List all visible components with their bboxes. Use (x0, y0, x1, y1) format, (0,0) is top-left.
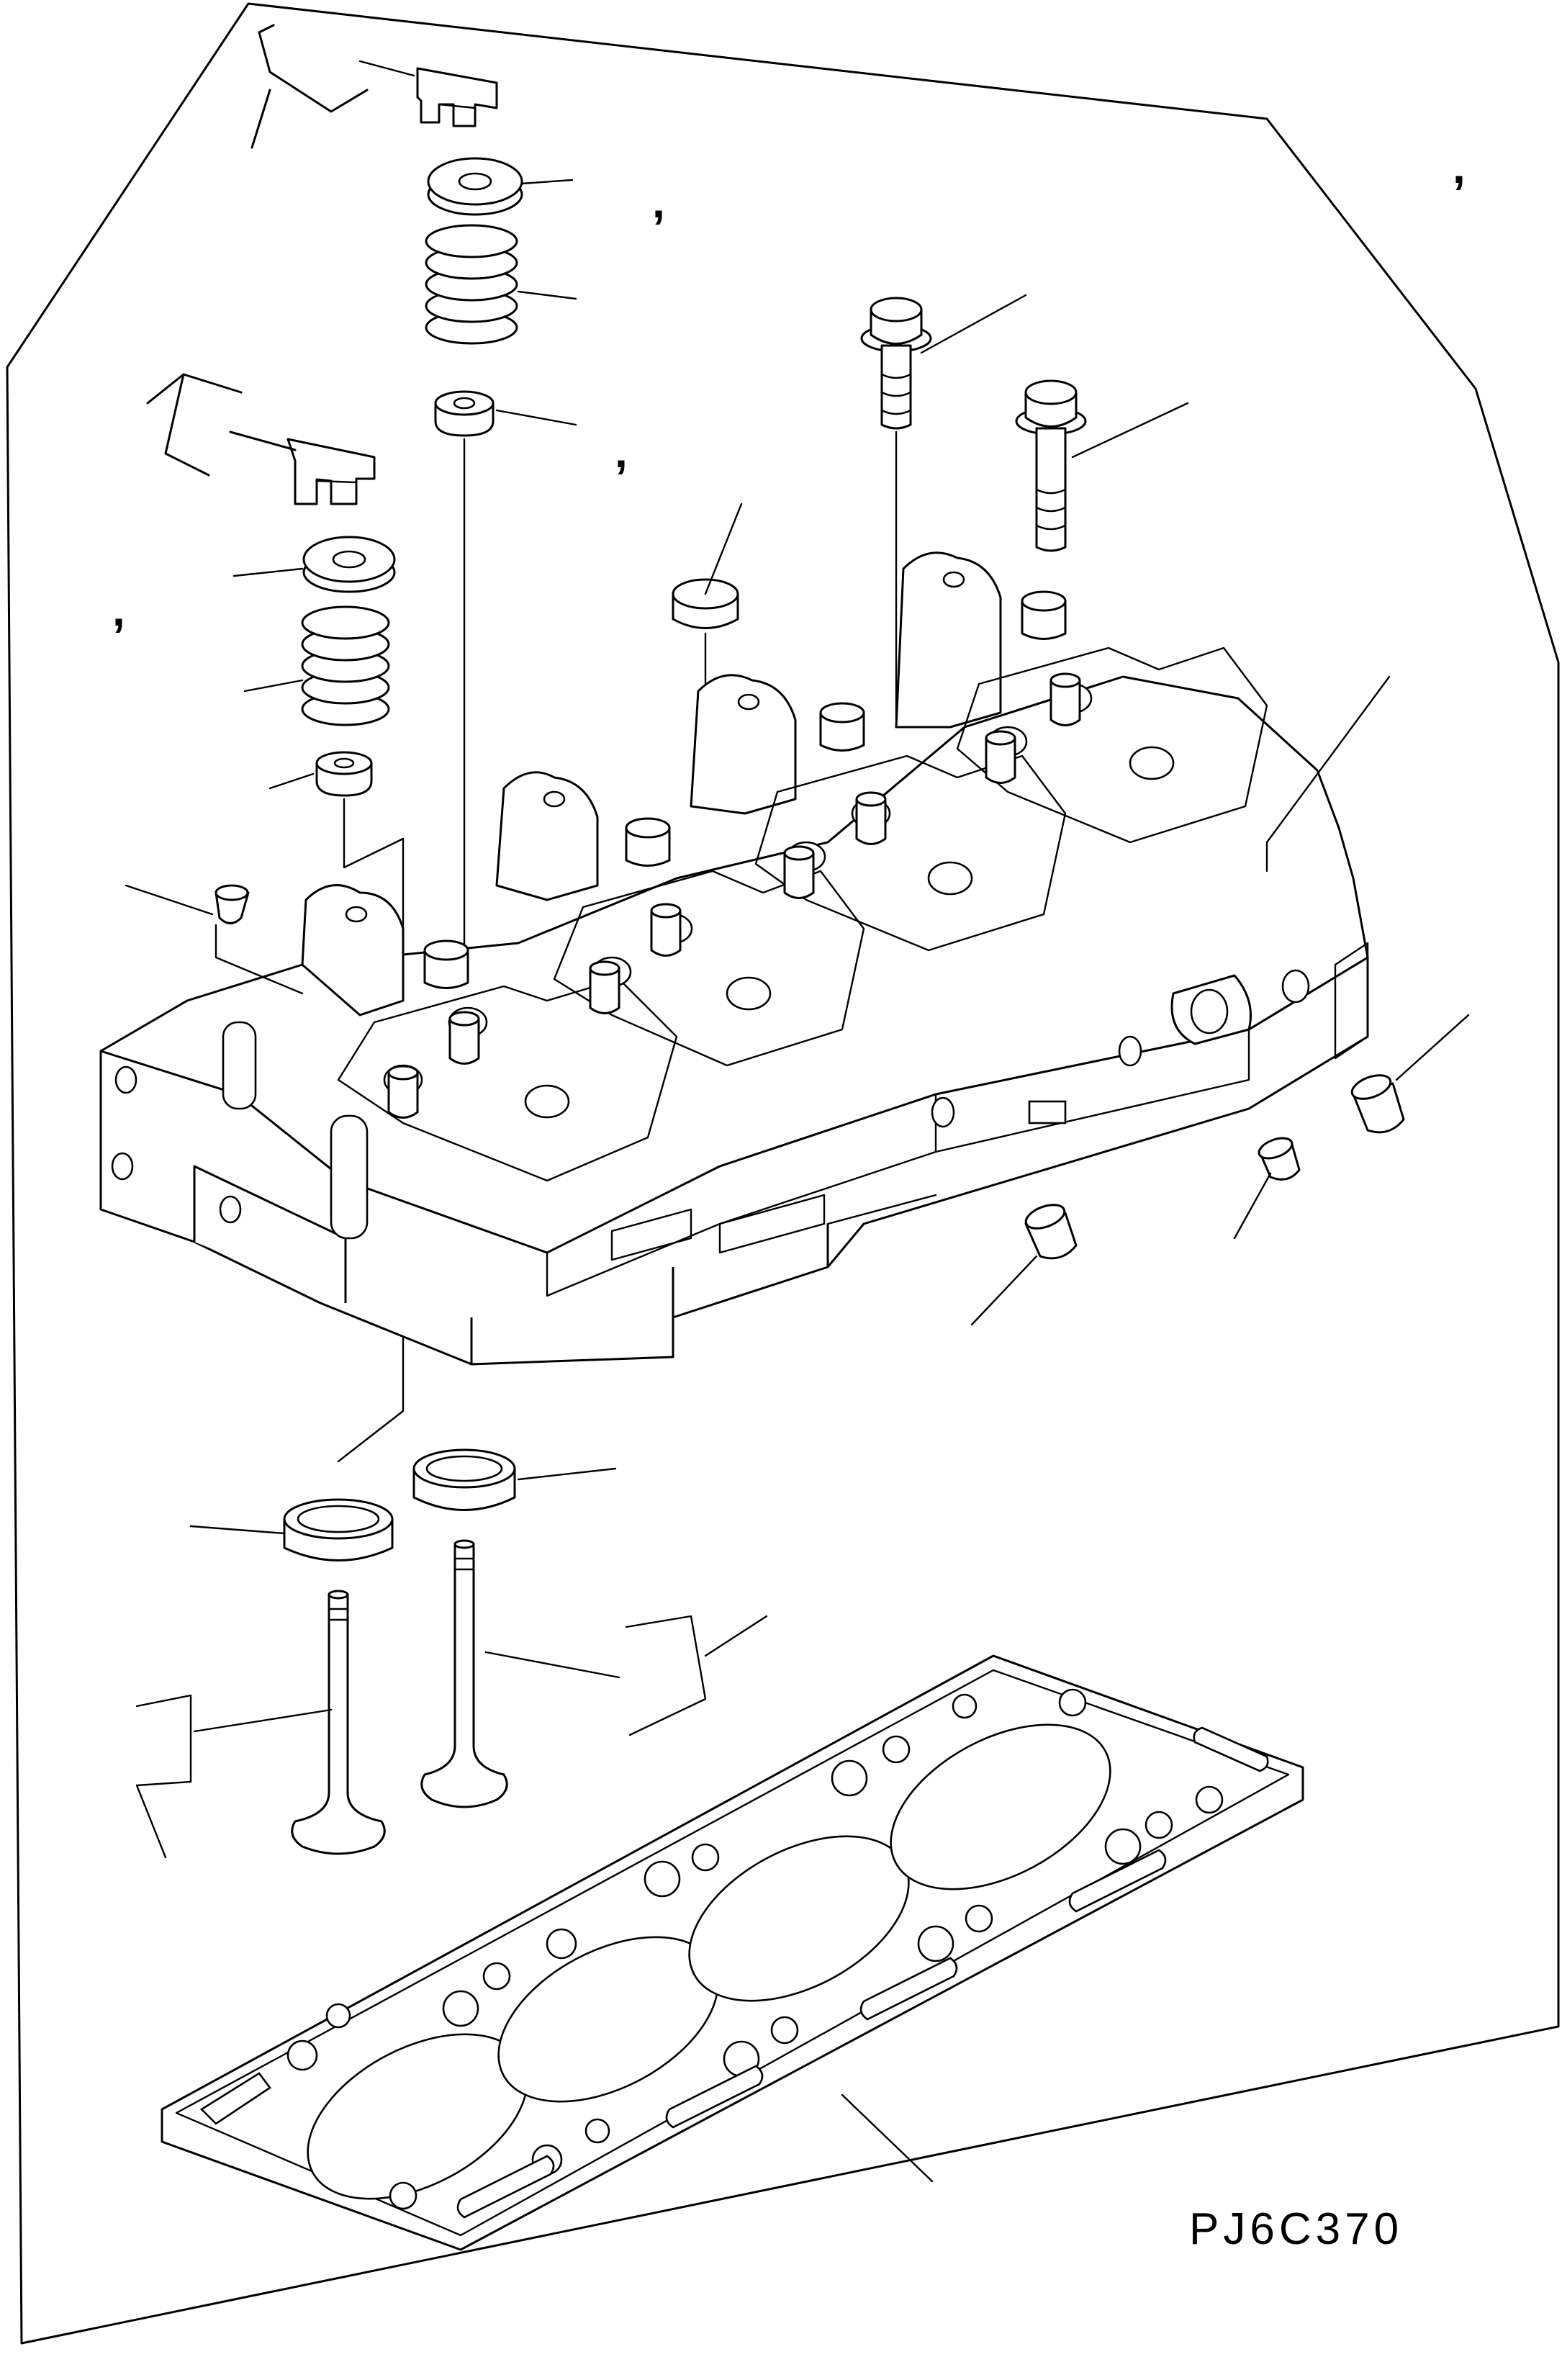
rocker-support-4 (895, 551, 1002, 729)
figure-code-label: PJ6C370 (1189, 2204, 1404, 2254)
valve-left (291, 1590, 386, 1855)
valve-keeper-upper-right (416, 67, 498, 127)
valve-keeper-upper-left (286, 438, 376, 505)
plug-1 (1350, 1074, 1405, 1134)
plug-2 (1258, 1137, 1301, 1181)
valve-right (420, 1539, 508, 1808)
rocker-support-3 (690, 674, 797, 815)
plug-3 (1024, 1204, 1078, 1260)
valve-seat-insert-lower-left (283, 1498, 394, 1561)
axis-line-valve-left (337, 798, 405, 1463)
plug-4 (215, 884, 250, 924)
rocker-support-1 (301, 884, 405, 1017)
mark-1: , (1453, 141, 1466, 193)
spring-retainer-upper-left (302, 536, 396, 593)
mark-3: , (615, 425, 628, 477)
spring-retainer-upper-right (427, 157, 523, 216)
mark-4: , (112, 584, 125, 636)
mark-2: , (652, 176, 665, 227)
valve-spring-upper-right (425, 224, 518, 345)
valve-spring-upper-left (301, 605, 390, 726)
valve-seat-insert-lower-right (412, 1448, 516, 1511)
valve-stem-seal-upper-right (434, 390, 495, 437)
cylinder-head-bolt-1 (860, 297, 932, 430)
valve-guide-bosses (387, 672, 1081, 1119)
valve-seat-insert-upper (672, 578, 739, 629)
leader-lines (125, 24, 1470, 2183)
cylinder-head-bolt-2 (1015, 379, 1087, 552)
valve-stem-seal-upper-left (315, 751, 373, 797)
assembly-boundary-outline (6, 2, 1560, 2345)
rocker-support-2 (495, 771, 599, 901)
cylinder-head-gasket (161, 1654, 1304, 2251)
deck-bolt-bosses (423, 590, 1067, 989)
